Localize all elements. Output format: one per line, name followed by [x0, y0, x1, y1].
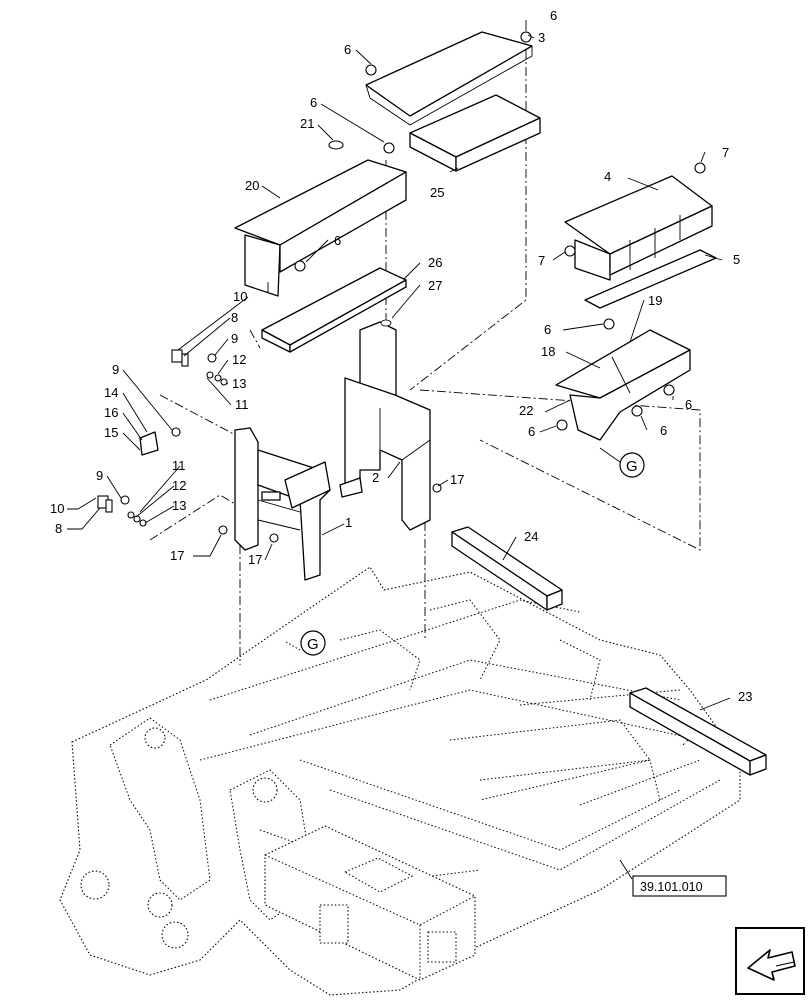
- callout-14: 14: [104, 385, 118, 400]
- main-frame-drawing: [59, 566, 741, 996]
- callout-10: 10: [50, 501, 64, 516]
- callout-13: 13: [172, 498, 186, 513]
- callout-8: 8: [231, 310, 238, 325]
- callout-20: 20: [245, 178, 259, 193]
- callout-17: 17: [170, 548, 184, 563]
- reference-label: 39.101.010: [640, 880, 703, 894]
- part-1-front-post: [234, 427, 331, 581]
- callout-6: 6: [685, 397, 692, 412]
- callout-3: 3: [538, 30, 545, 45]
- part-23-bar: [629, 687, 767, 776]
- part-20-bracket-cover: [234, 159, 407, 297]
- callout-12: 12: [232, 352, 246, 367]
- callout-9: 9: [231, 331, 238, 346]
- callout-10: 10: [233, 289, 247, 304]
- arrow-next-page-icon[interactable]: [735, 927, 805, 995]
- callout-8: 8: [55, 521, 62, 536]
- callout-7: 7: [722, 145, 729, 160]
- callout-22: 22: [519, 403, 533, 418]
- callout-17: 17: [450, 472, 464, 487]
- callout-25: 25: [430, 185, 444, 200]
- callout-23: 23: [738, 689, 752, 704]
- part-4-bracket: [564, 175, 713, 281]
- callout-9: 9: [112, 362, 119, 377]
- callout-1: 1: [345, 515, 352, 530]
- part-3-cover-plate: [365, 31, 533, 126]
- callout-16: 16: [104, 405, 118, 420]
- callout-13: 13: [232, 376, 246, 391]
- callout-6: 6: [344, 42, 351, 57]
- callout-2: 2: [372, 470, 379, 485]
- callout-12: 12: [172, 478, 186, 493]
- callout-6: 6: [544, 322, 551, 337]
- callout-5: 5: [733, 252, 740, 267]
- callout-17: 17: [248, 552, 262, 567]
- callout-9: 9: [96, 468, 103, 483]
- callouts: 3 6 6 6 21 20 25 6 26 27 7 4 7 5 19 6 18…: [50, 8, 752, 704]
- detail-marker-g-right[interactable]: G: [599, 447, 645, 478]
- callout-6: 6: [550, 8, 557, 23]
- part-18-19-guard: [555, 329, 691, 441]
- detail-marker-letter: G: [307, 636, 319, 653]
- callout-19: 19: [648, 293, 662, 308]
- callout-6: 6: [334, 233, 341, 248]
- reference-link-box[interactable]: 39.101.010: [632, 875, 727, 897]
- part-26-plate: [261, 267, 407, 353]
- callout-7: 7: [538, 253, 545, 268]
- callout-6: 6: [310, 95, 317, 110]
- callout-26: 26: [428, 255, 442, 270]
- part-2-rear-post: [339, 321, 431, 531]
- callout-6: 6: [660, 423, 667, 438]
- callout-15: 15: [104, 425, 118, 440]
- part-25-pad: [409, 94, 541, 172]
- detail-marker-g-frame[interactable]: G: [300, 630, 326, 656]
- detail-marker-letter: G: [626, 458, 638, 475]
- callout-18: 18: [541, 344, 555, 359]
- leader-lines: [67, 20, 731, 880]
- callout-27: 27: [428, 278, 442, 293]
- callout-11: 11: [235, 397, 249, 412]
- hardware: [97, 31, 706, 543]
- part-24-bar: [451, 526, 563, 611]
- callout-11: 11: [172, 458, 186, 473]
- callout-24: 24: [524, 529, 538, 544]
- callout-21: 21: [300, 116, 314, 131]
- callout-6: 6: [528, 424, 535, 439]
- callout-4: 4: [604, 169, 611, 184]
